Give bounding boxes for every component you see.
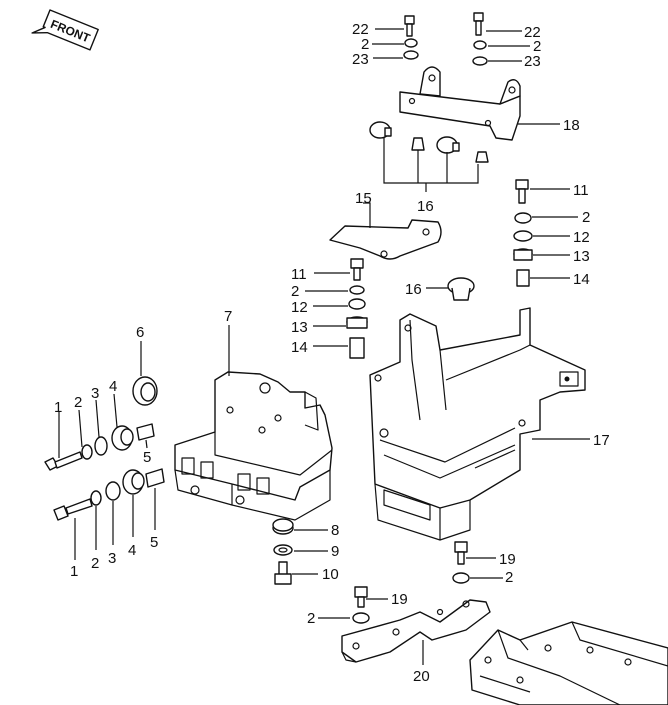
- mount-lower-left-icon: [53, 468, 165, 521]
- callout-20: 20: [413, 668, 430, 685]
- bolt-22-right-icon: [472, 12, 488, 66]
- callout-2: 2: [533, 38, 541, 55]
- callout-2: 2: [291, 283, 299, 300]
- callout-11: 11: [291, 266, 307, 283]
- callout-1: 1: [70, 563, 78, 580]
- callout-9: 9: [331, 543, 339, 560]
- callout-8: 8: [331, 522, 339, 539]
- callout-10: 10: [322, 566, 339, 583]
- battery-case-17-icon: [369, 307, 586, 541]
- callout-2: 2: [91, 555, 99, 572]
- grommet-6-icon: [132, 376, 158, 406]
- plate-15-icon: [329, 219, 442, 260]
- bolt-19-left-icon: [352, 586, 370, 624]
- callout-2: 2: [74, 394, 82, 411]
- callout-22: 22: [352, 21, 369, 38]
- callout-19: 19: [391, 591, 408, 608]
- callout-12: 12: [573, 229, 590, 246]
- bolt-19-right-icon: [452, 541, 470, 584]
- hardware-8-9-10-icon: [272, 518, 294, 585]
- callout-1: 1: [54, 399, 62, 416]
- grommets-16-icon: [369, 121, 489, 163]
- callout-6: 6: [136, 324, 144, 341]
- callout-23: 23: [352, 51, 369, 68]
- callout-2: 2: [307, 610, 315, 627]
- mount-stack-middle-icon: [346, 258, 368, 359]
- callout-3: 3: [108, 550, 116, 567]
- callout-14: 14: [291, 339, 308, 356]
- bracket-20-icon: [341, 599, 491, 663]
- callout-5: 5: [150, 534, 158, 551]
- callout-23: 23: [524, 53, 541, 70]
- mount-stack-right-icon: [513, 179, 533, 287]
- mount-upper-left-icon: [44, 423, 155, 471]
- callout-15: 15: [355, 190, 372, 207]
- callout-2: 2: [505, 569, 513, 586]
- callout-17: 17: [593, 432, 610, 449]
- callout-13: 13: [291, 319, 308, 336]
- callout-22: 22: [524, 24, 541, 41]
- callout-16: 16: [405, 281, 422, 298]
- callout-19: 19: [499, 551, 516, 568]
- bracket-18-icon: [399, 66, 521, 141]
- tray-icon: [469, 621, 668, 705]
- callout-2: 2: [361, 36, 369, 53]
- callout-13: 13: [573, 248, 590, 265]
- bracket-7-icon: [174, 371, 333, 521]
- grommet-16-icon: [447, 277, 475, 301]
- callout-4: 4: [128, 542, 136, 559]
- callout-2: 2: [582, 209, 590, 226]
- callout-12: 12: [291, 299, 308, 316]
- callout-11: 11: [573, 182, 589, 199]
- callout-5: 5: [143, 449, 151, 466]
- callout-3: 3: [91, 385, 99, 402]
- callout-18: 18: [563, 117, 580, 134]
- callout-4: 4: [109, 378, 117, 395]
- callout-14: 14: [573, 271, 590, 288]
- bolt-22-left-icon: [403, 15, 419, 60]
- front-arrow-icon: FRONT: [31, 9, 99, 51]
- callout-16: 16: [417, 198, 434, 215]
- callout-7: 7: [224, 308, 232, 325]
